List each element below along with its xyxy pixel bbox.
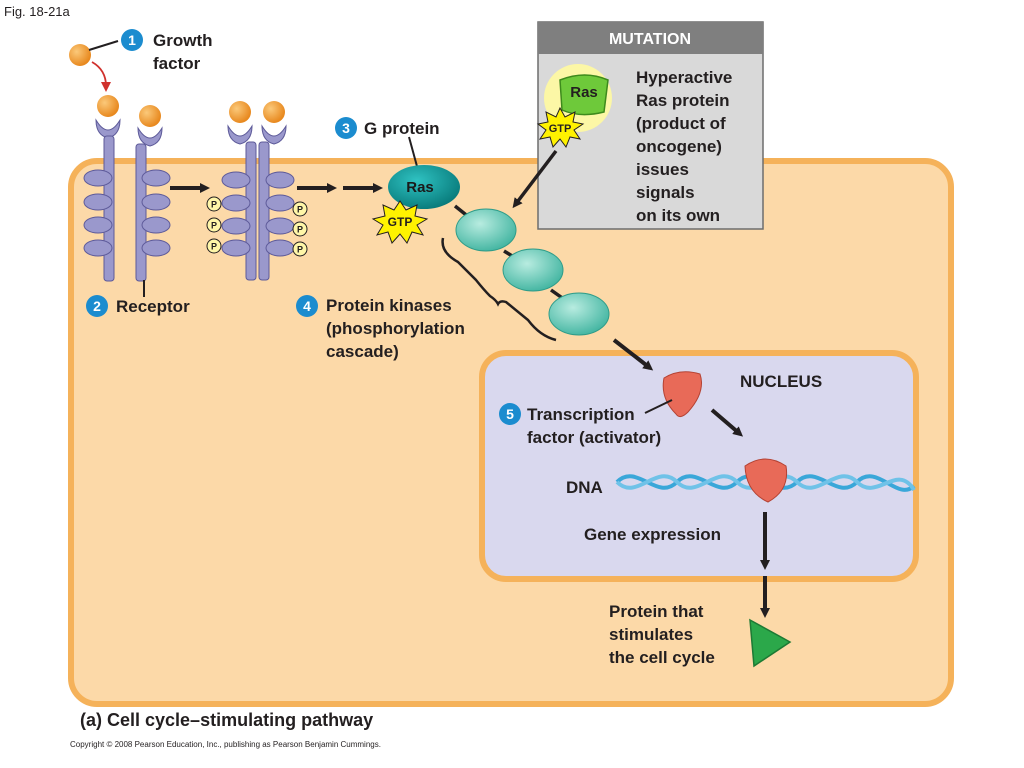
- mutant-ras-label: Ras: [570, 84, 598, 101]
- growth-factor-line: factor: [153, 54, 201, 73]
- transcription-factor-label: Transcription factor (activator): [527, 405, 661, 447]
- protein-kinases-label: Protein kinases (phosphorylation cascade…: [326, 296, 470, 361]
- step-badge: [86, 295, 108, 317]
- phosphate-icon: P: [206, 238, 222, 254]
- protein-line: Protein that: [609, 602, 704, 621]
- nucleus-label: NUCLEUS: [740, 372, 822, 391]
- kinases-line: cascade): [326, 342, 399, 361]
- mutation-line: Hyperactive: [636, 68, 732, 87]
- kinase-cascade: [441, 204, 610, 342]
- pointer-line: [408, 136, 419, 171]
- kinases-line: (phosphorylation: [326, 319, 465, 338]
- pointer-line: [88, 40, 119, 51]
- figure-label: Fig. 18-21a: [4, 4, 71, 19]
- step-receptor: 2 Receptor: [86, 280, 190, 317]
- step-badge: [499, 403, 521, 425]
- copyright: Copyright © 2008 Pearson Education, Inc.…: [70, 740, 381, 749]
- step-number: 4: [303, 298, 311, 314]
- step-badge: [335, 117, 357, 139]
- mutation-line: on its own: [636, 206, 720, 225]
- pointer-line: [644, 399, 673, 414]
- mutation-line: Ras protein: [636, 91, 730, 110]
- step-number: 2: [93, 298, 101, 314]
- step-number: 1: [128, 32, 136, 48]
- mutation-description: Hyperactive Ras protein (product of onco…: [636, 68, 737, 225]
- growth-factor-label: Growth factor: [153, 31, 217, 73]
- mutation-line: (product of: [636, 114, 726, 133]
- mutant-ras-icon: [559, 74, 609, 116]
- protein-kinase: [502, 248, 564, 292]
- protein-kinase: [455, 208, 517, 252]
- bound-activator: [744, 458, 788, 503]
- svg-text:P: P: [297, 245, 303, 255]
- transcription-line: factor (activator): [527, 428, 661, 447]
- receptor-subunit-left: [83, 95, 121, 282]
- receptor-subunit-right: [135, 105, 171, 282]
- svg-text:P: P: [211, 242, 217, 252]
- activation-arrow: [710, 408, 744, 437]
- phosphate-icon: P: [292, 201, 308, 217]
- kinases-line: Protein kinases: [326, 296, 452, 315]
- step-badge: [296, 295, 318, 317]
- figure-caption: (a) Cell cycle–stimulating pathway: [80, 710, 373, 730]
- binding-arrowhead: [101, 82, 111, 92]
- growth-factor-ball: [69, 44, 91, 66]
- g-protein-label: G protein: [364, 119, 440, 138]
- mutation-line: oncogene): [636, 137, 722, 156]
- protein-output-label: Protein that stimulates the cell cycle: [609, 602, 715, 667]
- mutation-arrow: [512, 149, 558, 209]
- mutant-gtp-label: GTP: [549, 123, 572, 135]
- dna-label: DNA: [566, 478, 603, 497]
- phosphate-icon: P: [292, 221, 308, 237]
- cell-cycle-protein-icon: [749, 618, 792, 668]
- nucleus: [479, 350, 919, 582]
- mutation-line: issues: [636, 160, 689, 179]
- svg-text:P: P: [297, 205, 303, 215]
- phosphate-icon: P: [206, 217, 222, 233]
- mutation-box: MUTATION Ras GTP Hyperactive Ras protein…: [536, 21, 764, 230]
- phosphate-groups: P P P P P P: [206, 196, 308, 257]
- mutation-title: MUTATION: [609, 31, 691, 48]
- protein-line: stimulates: [609, 625, 693, 644]
- svg-text:P: P: [297, 225, 303, 235]
- step-number: 5: [506, 406, 514, 422]
- step-protein-kinases: 4 Protein kinases (phosphorylation casca…: [296, 295, 470, 361]
- step-transcription-factor: 5 Transcription factor (activator): [499, 403, 661, 447]
- signal-arrow: [612, 338, 654, 371]
- transcription-factor: [662, 371, 702, 418]
- protein-line: the cell cycle: [609, 648, 715, 667]
- ras-label: Ras: [406, 179, 434, 196]
- gtp-star-icon: [371, 200, 429, 244]
- cascade-bracket: [441, 237, 557, 342]
- svg-text:P: P: [211, 200, 217, 210]
- growth-factor-line: Growth: [153, 31, 213, 50]
- gtp-label: GTP: [388, 215, 413, 229]
- phosphate-icon: P: [206, 196, 222, 212]
- phosphate-icon: P: [292, 241, 308, 257]
- step-number: 3: [342, 120, 350, 136]
- mutant-gtp-star-icon: [536, 106, 585, 149]
- receptor-active-dimer: [221, 101, 295, 281]
- step-growth-factor: 1 Growth factor: [69, 29, 217, 92]
- step-g-protein: 3 G protein Ras GTP: [335, 117, 460, 244]
- receptor-label: Receptor: [116, 297, 190, 316]
- transcription-line: Transcription: [527, 405, 635, 424]
- ras-protein: [388, 165, 460, 209]
- mutation-line: signals: [636, 183, 695, 202]
- step-badge: [121, 29, 143, 51]
- gene-expression-label: Gene expression: [584, 525, 721, 544]
- receptor-inactive: [83, 95, 171, 282]
- svg-text:P: P: [211, 221, 217, 231]
- protein-kinase: [548, 292, 610, 336]
